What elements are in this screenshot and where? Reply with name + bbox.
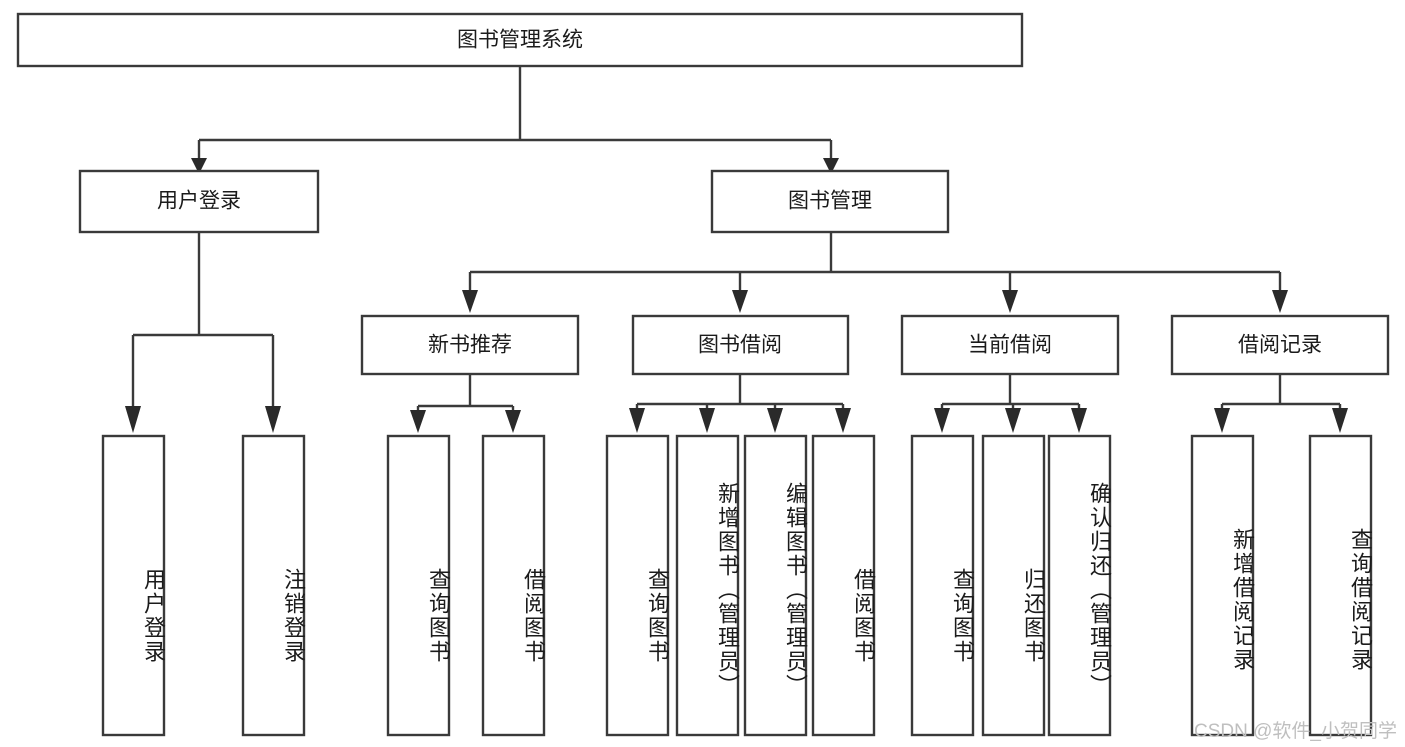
node-root[interactable]: 图书管理系统 — [16, 12, 1024, 68]
node-root-label: 图书管理系统 — [457, 29, 583, 52]
node-new-book-recommendation-box[interactable] — [360, 314, 580, 376]
leaf-box-query-book-borrow[interactable] — [605, 434, 670, 737]
node-new-book-recommendation[interactable]: 新书推荐 — [360, 314, 580, 376]
leaf-box-add-borrow-record[interactable] — [1190, 434, 1255, 737]
node-borrow-records[interactable]: 借阅记录 — [1170, 314, 1390, 376]
leaf-box-user-login[interactable] — [101, 434, 166, 737]
node-root-box[interactable] — [16, 12, 1024, 68]
node-book-management-box[interactable] — [710, 169, 950, 234]
arrow-bookmgmt-to-current — [1002, 290, 1018, 313]
node-current-borrow-label: 当前借阅 — [968, 334, 1052, 357]
node-user-login-box[interactable] — [78, 169, 320, 234]
leaf-box-return-book[interactable] — [981, 434, 1046, 737]
arrow-newbook-leaf-2 — [505, 410, 521, 433]
arrow-borrow-leaf-2 — [699, 408, 715, 433]
arrow-borrow-leaf-3 — [767, 408, 783, 433]
leaf-box-layer — [101, 434, 1373, 737]
arrow-root-to-book-mgmt — [823, 158, 839, 174]
arrow-bookmgmt-to-borrow — [732, 290, 748, 313]
arrow-borrow-leaf-4 — [835, 408, 851, 433]
leaf-box-edit-book-admin[interactable] — [743, 434, 808, 737]
node-book-borrow-box[interactable] — [631, 314, 850, 376]
node-user-login[interactable]: 用户登录 — [78, 169, 320, 234]
node-book-management-label: 图书管理 — [788, 190, 872, 213]
leaf-box-borrow-book[interactable] — [811, 434, 876, 737]
leaf-box-logout[interactable] — [241, 434, 306, 737]
arrow-current-leaf-2 — [1005, 408, 1021, 433]
node-book-borrow-label: 图书借阅 — [698, 334, 782, 357]
arrow-userlogin-leaf-1 — [125, 406, 141, 433]
arrow-bookmgmt-to-records — [1272, 290, 1288, 313]
edge-layer — [125, 66, 1348, 433]
node-borrow-records-box[interactable] — [1170, 314, 1390, 376]
node-new-book-recommendation-label: 新书推荐 — [428, 334, 512, 357]
arrow-current-leaf-1 — [934, 408, 950, 433]
node-current-borrow[interactable]: 当前借阅 — [900, 314, 1120, 376]
node-book-management[interactable]: 图书管理 — [710, 169, 950, 234]
arrow-records-leaf-1 — [1214, 408, 1230, 433]
leaf-box-query-book-newbook[interactable] — [386, 434, 451, 737]
node-current-borrow-box[interactable] — [900, 314, 1120, 376]
node-book-borrow[interactable]: 图书借阅 — [631, 314, 850, 376]
csdn-watermark: CSDN @软件_小贺同学 — [1194, 721, 1397, 742]
leaf-box-add-book-admin[interactable] — [675, 434, 740, 737]
leaf-box-query-borrow-record[interactable] — [1308, 434, 1373, 737]
arrow-current-leaf-3 — [1071, 408, 1087, 433]
leaf-box-query-book-current[interactable] — [910, 434, 975, 737]
arrow-root-to-user-login — [191, 158, 207, 174]
node-user-login-label: 用户登录 — [157, 190, 241, 213]
arrow-newbook-leaf-1 — [410, 410, 426, 433]
leaf-box-confirm-return-admin[interactable] — [1047, 434, 1112, 737]
arrow-userlogin-leaf-2 — [265, 406, 281, 433]
arrow-borrow-leaf-1 — [629, 408, 645, 433]
node-borrow-records-label: 借阅记录 — [1238, 334, 1322, 357]
leaf-box-borrow-book-newbook[interactable] — [481, 434, 546, 737]
arrow-records-leaf-2 — [1332, 408, 1348, 433]
arrow-bookmgmt-to-newbook — [462, 290, 478, 313]
